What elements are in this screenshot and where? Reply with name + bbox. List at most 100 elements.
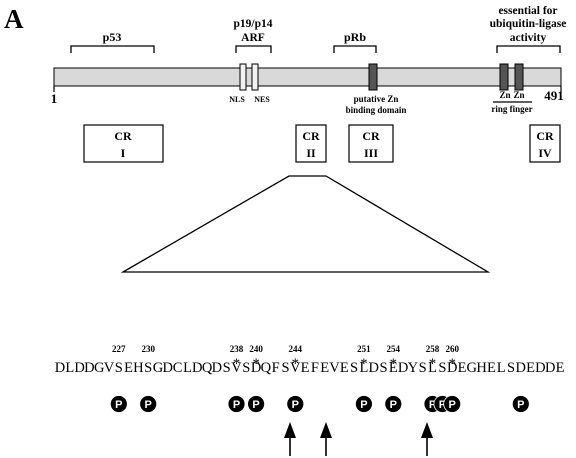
sequence-residue: F bbox=[311, 360, 319, 376]
zn-binding-label-line2: binding domain bbox=[346, 105, 407, 115]
zn2-label: Zn bbox=[513, 90, 524, 100]
zn2-box bbox=[514, 63, 524, 91]
sequence-residue: S bbox=[379, 360, 387, 376]
sequence-residue: H bbox=[476, 360, 487, 376]
site-number: 230 bbox=[141, 344, 155, 354]
arrow-2 bbox=[320, 422, 332, 456]
svg-text:III: III bbox=[364, 146, 378, 160]
zn-binding-label-line1: putative Zn bbox=[354, 94, 399, 104]
nes-box bbox=[251, 63, 259, 91]
sequence-residue: E bbox=[340, 360, 349, 376]
zn-binding-box bbox=[368, 63, 378, 91]
sequence-residue: S bbox=[144, 360, 152, 376]
sequence-residue: E bbox=[458, 360, 467, 376]
sequence-residue: S bbox=[419, 360, 427, 376]
site-number: 260 bbox=[445, 344, 459, 354]
svg-text:CR: CR bbox=[114, 129, 132, 143]
protein-bar bbox=[53, 67, 562, 87]
sequence-residue: D bbox=[545, 360, 555, 376]
ring-finger-label: ring finger bbox=[491, 104, 532, 114]
phosphosite-star: * bbox=[252, 356, 260, 372]
sequence-residue: H bbox=[133, 360, 144, 376]
sequence-residue: S bbox=[242, 360, 250, 376]
sequence-residue: S bbox=[115, 360, 123, 376]
arf-label-line1: p19/p14 bbox=[234, 18, 273, 30]
sequence-residue: S bbox=[350, 360, 358, 376]
nls-box bbox=[239, 63, 247, 91]
zn1-label: Zn bbox=[499, 90, 510, 100]
prb-binding-bracket bbox=[333, 45, 377, 53]
sequence-residue: D bbox=[535, 360, 545, 376]
phospho-marker: P bbox=[227, 395, 246, 413]
cr-box-1: CR I bbox=[83, 124, 164, 163]
sequence-residue: S bbox=[507, 360, 515, 376]
ubiquitin-label-line1: essential for bbox=[498, 5, 557, 17]
sequence-residue: G bbox=[153, 360, 164, 376]
phospho-marker: P bbox=[286, 395, 305, 413]
site-number: 244 bbox=[289, 344, 303, 354]
svg-text:CR: CR bbox=[362, 129, 380, 143]
sequence-residue: L bbox=[65, 360, 74, 376]
sequence-residue: Q bbox=[261, 360, 272, 376]
sequence-residue: D bbox=[516, 360, 526, 376]
svg-text:P: P bbox=[517, 399, 524, 411]
site-number: 240 bbox=[249, 344, 263, 354]
end-position: 491 bbox=[544, 88, 564, 103]
ubiquitin-bracket bbox=[496, 45, 561, 53]
svg-text:CR: CR bbox=[536, 129, 554, 143]
phospho-marker: P bbox=[511, 395, 530, 413]
phospho-marker: P bbox=[109, 395, 128, 413]
p53-binding-bracket bbox=[70, 45, 155, 53]
sequence-residue: V bbox=[104, 360, 115, 376]
sequence-residue: V bbox=[290, 360, 301, 376]
svg-text:P: P bbox=[360, 399, 367, 411]
sequence-residue: E bbox=[301, 360, 310, 376]
arf-binding-bracket bbox=[235, 45, 272, 53]
phosphosite-star: * bbox=[360, 356, 368, 372]
sequence-residue: L bbox=[428, 360, 437, 376]
phospho-marker: P bbox=[139, 395, 158, 413]
zn1-box bbox=[499, 63, 509, 91]
start-position: 1 bbox=[51, 91, 58, 106]
svg-text:P: P bbox=[233, 399, 240, 411]
svg-text:CR: CR bbox=[302, 129, 320, 143]
phosphosite-stars: ******* bbox=[233, 356, 456, 372]
phosphosite-star: * bbox=[448, 356, 456, 372]
sequence-residue: D bbox=[368, 360, 378, 376]
zoom-trapezoid bbox=[120, 175, 491, 273]
sequence-residue: E bbox=[487, 360, 496, 376]
phosphosite-star: * bbox=[292, 356, 300, 372]
svg-text:IV: IV bbox=[538, 146, 552, 160]
ubiquitin-label-line3: activity bbox=[510, 32, 547, 44]
phospho-marker: P bbox=[384, 395, 403, 413]
phosphosite-star: * bbox=[233, 356, 241, 372]
sequence-residue: S bbox=[223, 360, 231, 376]
sequence-residue: F bbox=[272, 360, 280, 376]
sequence-residue: S bbox=[281, 360, 289, 376]
sequence-residue: G bbox=[467, 360, 478, 376]
svg-text:I: I bbox=[121, 146, 126, 160]
svg-text:P: P bbox=[390, 399, 397, 411]
svg-text:II: II bbox=[306, 146, 316, 160]
sequence-residue: G bbox=[94, 360, 105, 376]
sequence-residue: L bbox=[497, 360, 506, 376]
sequence-residue: E bbox=[556, 360, 565, 376]
site-number: 227 bbox=[112, 344, 126, 354]
arrow-3 bbox=[421, 422, 433, 456]
nes-label: NES bbox=[254, 95, 270, 104]
sequence-residue: L bbox=[359, 360, 368, 376]
sequence-residue: C bbox=[173, 360, 183, 376]
nls-label: NLS bbox=[229, 95, 245, 104]
sequence-residue: E bbox=[320, 360, 329, 376]
site-number: 251 bbox=[357, 344, 371, 354]
sequence-residue: V bbox=[231, 360, 242, 376]
sequence-residue: L bbox=[183, 360, 192, 376]
sequence-residue: E bbox=[389, 360, 398, 376]
phospho-marker: P bbox=[247, 395, 266, 413]
svg-text:P: P bbox=[115, 399, 122, 411]
sequence-residue: D bbox=[447, 360, 457, 376]
sequence-residue: D bbox=[251, 360, 261, 376]
sequence-residue: E bbox=[124, 360, 133, 376]
sequence-residue: D bbox=[84, 360, 94, 376]
